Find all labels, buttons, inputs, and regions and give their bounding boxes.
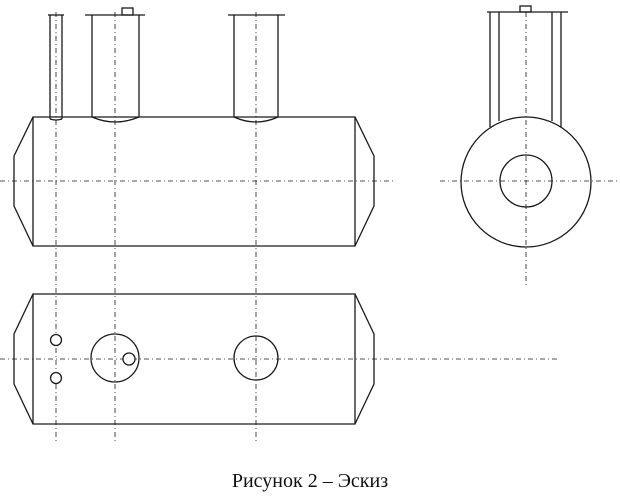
- top-view: [13, 293, 375, 425]
- nozzle-large-right: [228, 14, 285, 123]
- axis-lines: [0, 12, 620, 444]
- figure-caption: Рисунок 2 – Эскиз: [231, 470, 389, 492]
- hole-small-bottom: [49, 371, 63, 385]
- hole-large-left: [90, 333, 140, 383]
- pipe-cap: [519, 5, 532, 13]
- inner-circle: [499, 154, 553, 208]
- hole-large-right: [233, 335, 279, 381]
- nozzle-large-left: [85, 7, 145, 123]
- side-view: [460, 5, 592, 248]
- nozzle-cap: [121, 7, 134, 16]
- tank-circle: [460, 116, 592, 248]
- tank-body: [13, 116, 375, 247]
- nozzle-small: [48, 14, 64, 121]
- hole-small-top: [49, 333, 63, 347]
- hole-inner: [122, 352, 136, 366]
- front-view: [13, 7, 375, 247]
